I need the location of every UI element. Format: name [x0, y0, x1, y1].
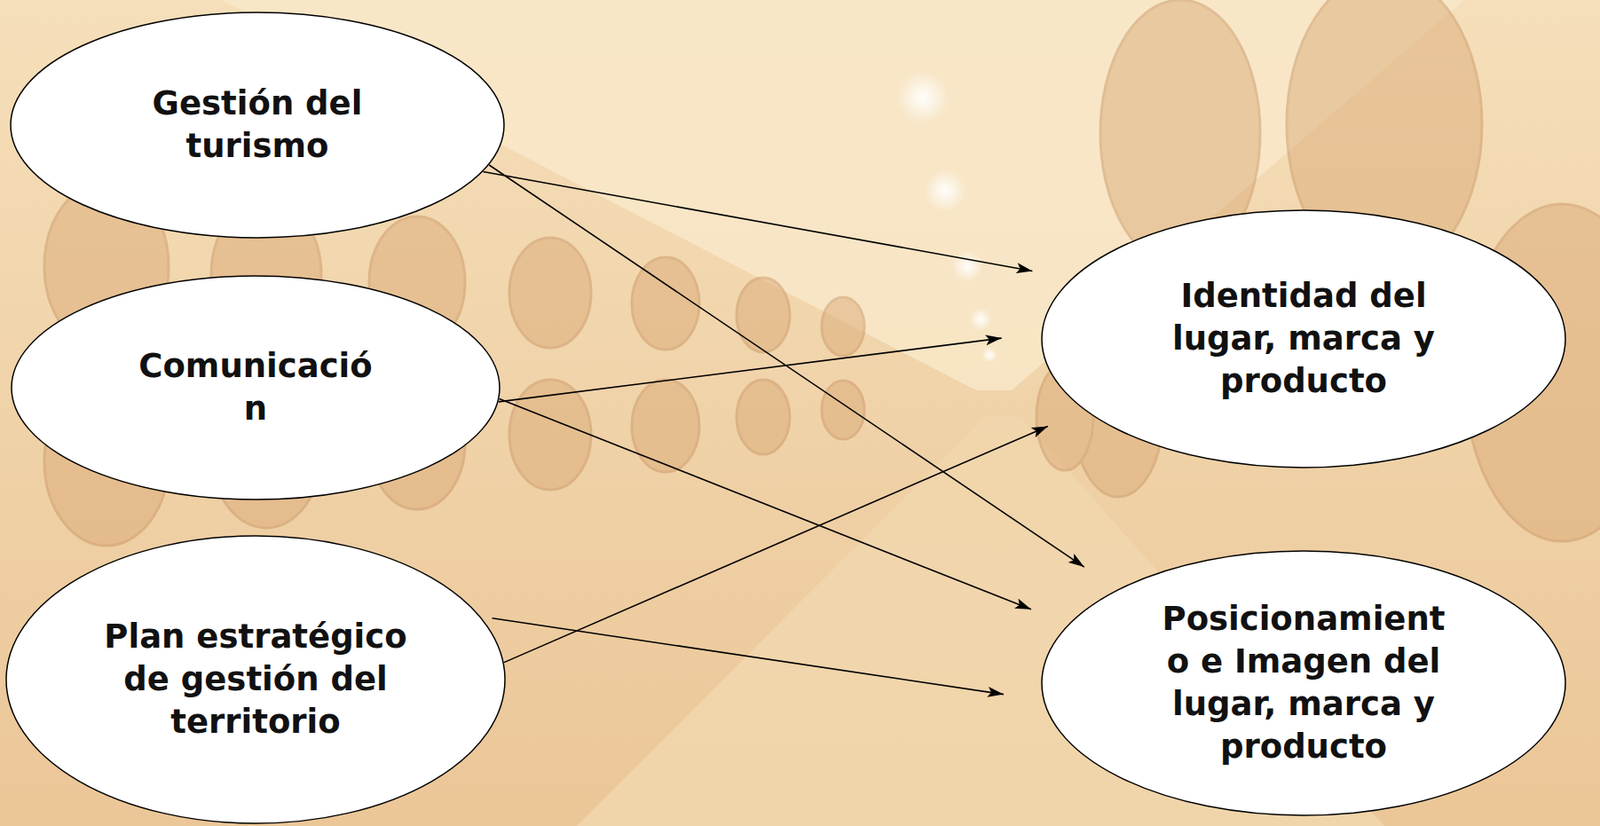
ellipse-node: Identidad del lugar, marca y producto: [1040, 209, 1567, 469]
barrel: [821, 380, 865, 440]
node-label: Gestión del turismo: [124, 82, 391, 168]
barrel: [509, 379, 592, 490]
node-text-wrap: Identidad del lugar, marca y producto: [1040, 209, 1567, 469]
arrow-connector: [498, 338, 1002, 402]
ellipse-outline: [10, 275, 501, 501]
lamp-glow: [969, 307, 993, 332]
ellipse-outline: [9, 11, 505, 239]
node-label: Plan estratégico de gestión del territor…: [91, 615, 420, 744]
barrel: [631, 257, 700, 350]
barrel: [821, 297, 865, 356]
node-text-wrap: Plan estratégico de gestión del territor…: [5, 535, 506, 825]
arrow-connector: [492, 618, 1004, 695]
node-label: Identidad del lugar, marca y producto: [1152, 275, 1455, 403]
lamp-glow: [951, 250, 984, 283]
ellipse-shape: [11, 275, 500, 500]
node-label: Comunicación: [135, 345, 376, 431]
ellipse-node: Comunicación: [10, 275, 501, 501]
ellipse-shape: [1041, 551, 1566, 816]
arrow-connector: [482, 172, 1033, 272]
lamp-glow: [896, 70, 950, 125]
barrel: [736, 379, 790, 455]
ellipse-shape: [10, 12, 505, 238]
barrel: [631, 379, 700, 473]
ellipse-outline: [1040, 550, 1567, 817]
node-text-wrap: Posicionamiento e Imagen del lugar, marc…: [1040, 550, 1567, 817]
ellipse-node: Plan estratégico de gestión del territor…: [5, 535, 506, 825]
lamp-glow: [923, 169, 967, 213]
ellipse-shape: [6, 535, 505, 824]
node-text-wrap: Gestión del turismo: [9, 11, 505, 239]
arrow-connector: [488, 165, 1085, 568]
arrow-connector: [504, 425, 1049, 663]
ellipse-shape: [1041, 210, 1566, 468]
barrel: [509, 237, 592, 348]
arrow-connector: [499, 398, 1032, 609]
barrel: [736, 277, 790, 353]
node-label: Posicionamiento e Imagen del lugar, marc…: [1152, 598, 1455, 769]
ellipse-node: Posicionamiento e Imagen del lugar, marc…: [1040, 550, 1567, 817]
node-text-wrap: Comunicación: [10, 275, 501, 501]
lamp-glow: [981, 346, 998, 363]
ellipse-node: Gestión del turismo: [9, 11, 505, 239]
